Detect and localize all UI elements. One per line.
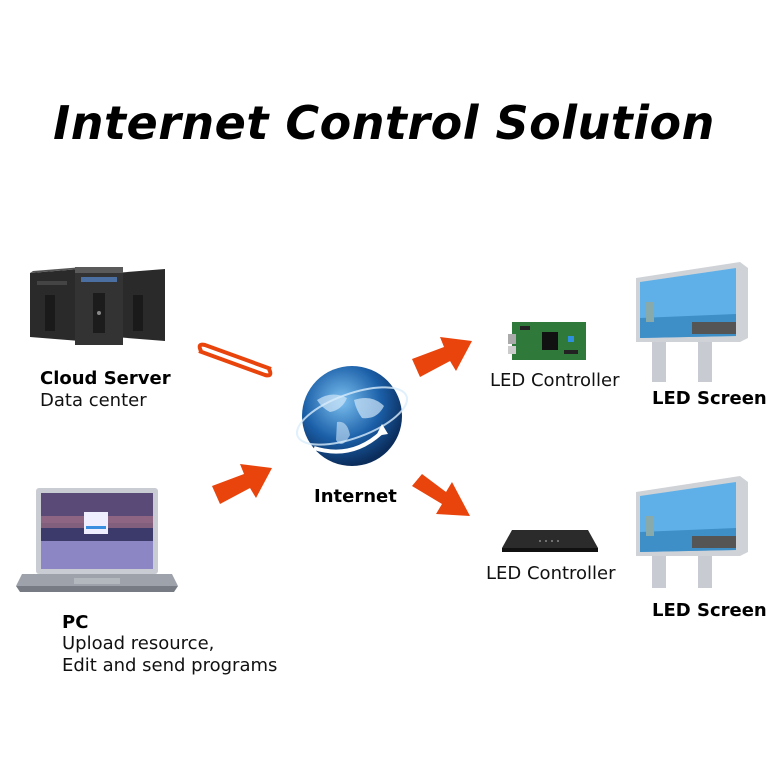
controller-board-icon: [508, 320, 588, 362]
internet-label: Internet: [314, 486, 397, 507]
arrow-up-right-icon: [410, 333, 475, 378]
led-screen-bottom-label: LED Screen: [652, 600, 767, 621]
led-billboard-icon: [632, 258, 752, 383]
cloud-server-label: Cloud Server: [40, 368, 171, 389]
pc-desc-line-2: Edit and send programs: [62, 655, 278, 676]
arrow-up-right-icon: [210, 458, 275, 508]
cloud-server-desc: Data center: [40, 390, 147, 411]
led-controller-bottom-label: LED Controller: [486, 563, 616, 584]
laptop-icon: [14, 486, 179, 596]
pc-desc-line-1: Upload resource,: [62, 633, 215, 654]
page-title: Internet Control Solution: [53, 96, 715, 150]
led-screen-top-label: LED Screen: [652, 388, 767, 409]
pc-label: PC: [62, 612, 89, 633]
led-billboard-icon: [632, 472, 752, 597]
led-controller-top-label: LED Controller: [490, 370, 620, 391]
server-rack-icon: [25, 265, 170, 345]
bidirectional-arrow-icon: [195, 335, 275, 385]
arrow-down-right-icon: [410, 472, 475, 520]
globe-icon: [292, 360, 412, 475]
controller-box-icon: [498, 526, 602, 556]
